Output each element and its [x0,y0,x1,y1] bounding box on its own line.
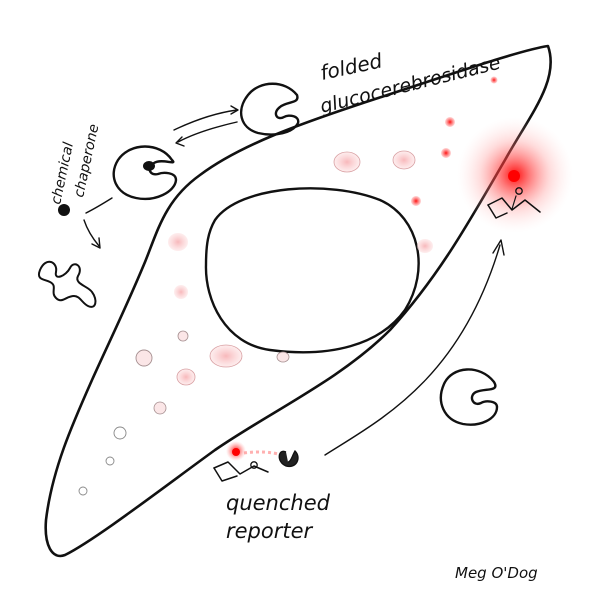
lysosome [276,351,290,363]
red-lysosome [411,196,421,206]
enzyme-icon [439,368,499,426]
lysosome [174,285,188,299]
red-lysosome [441,148,451,158]
red-lysosome [445,117,455,127]
lysosome [177,330,189,342]
label-reporter: reporter [226,519,314,543]
label-quenched: quenched [226,491,331,515]
lysosome [135,349,153,367]
chaperone-bound-enzyme [112,145,178,201]
reporter-icon [213,441,299,482]
nucleus [204,187,420,354]
activation-arrow [324,244,501,456]
lysosome [392,150,416,170]
lysosome-group [78,76,498,496]
lysosome [105,456,115,466]
label-folded: folded [318,48,384,85]
chaperone-molecule-icon [58,204,70,216]
signature: Meg O'Dog [455,564,538,582]
lysosome [78,486,88,496]
lysosome [153,401,167,415]
enzyme-icon [239,82,300,136]
lysosome [417,239,433,253]
lysosome [113,426,127,440]
label-chaperone: chaperone [71,123,102,199]
lysosome [176,368,196,386]
fluorescent-glow-icon [457,117,573,233]
lysosome [168,233,188,251]
misfolded-protein-icon [38,260,97,308]
red-lysosome [490,76,498,84]
lysosome [209,344,243,368]
lysosome [333,151,361,173]
